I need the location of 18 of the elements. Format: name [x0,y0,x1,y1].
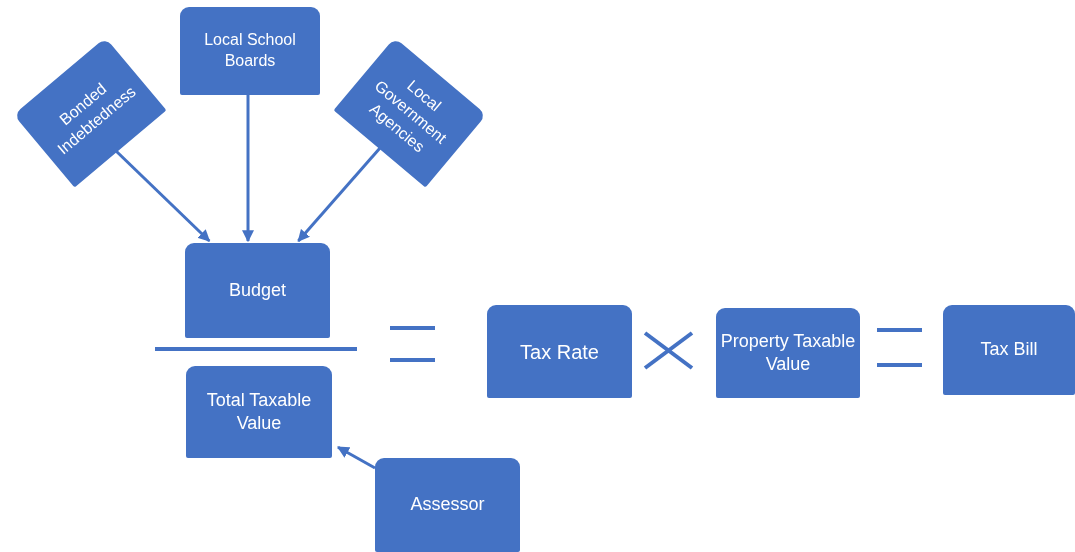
node-label: Budget [228,278,287,302]
arrow [242,95,254,243]
node-label: Assessor [410,493,485,517]
node-label: Property Taxable Value [720,329,856,376]
arrow [113,148,211,243]
process-box [943,305,1075,395]
node-label: Tax Bill [980,338,1038,362]
node-label: Total Taxable Value [205,388,313,435]
process-box [375,458,520,552]
process-box [180,7,320,95]
process-box [185,243,330,338]
node-label: Tax Rate [520,339,599,365]
process-box [716,308,860,398]
process-box [487,305,632,398]
arrow [336,445,376,470]
node-label: Local School Boards [203,30,297,71]
process-box [186,366,332,458]
arrow [297,147,382,242]
